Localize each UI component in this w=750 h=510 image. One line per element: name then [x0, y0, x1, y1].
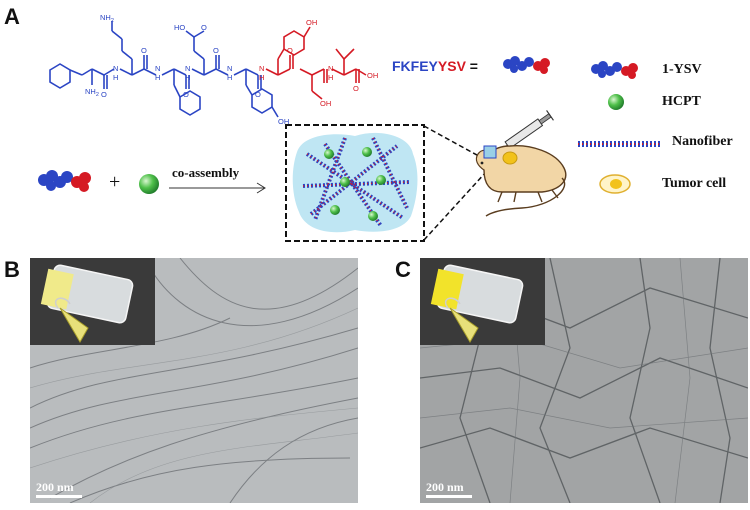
callout-lines — [424, 125, 487, 241]
sequence-equals: = — [469, 58, 478, 74]
chem-o4: O — [213, 46, 219, 55]
chem-o7: O — [287, 46, 293, 55]
legend-peptide-icon — [591, 61, 638, 79]
chem-oh-ser: OH — [320, 99, 331, 108]
chem-ho-acid: HO — [174, 23, 185, 32]
chem-h2: H — [155, 73, 160, 82]
scheme-arrow-label: co-assembly — [172, 165, 240, 180]
chem-h1: H — [113, 73, 118, 82]
scale-bar-c — [426, 495, 472, 498]
vial-photo-c — [420, 258, 545, 345]
scheme-hcpt-icon — [139, 174, 159, 194]
chem-h6: H — [328, 73, 333, 82]
chem-n5: N — [259, 64, 264, 73]
chem-oh-tyr2: OH — [306, 18, 317, 27]
legend-label-peptide: 1-YSV — [662, 62, 702, 77]
scheme-arrow — [169, 182, 266, 194]
chem-n4: N — [227, 64, 232, 73]
scale-label-c: 200 nm — [426, 480, 464, 494]
chem-o3: O — [183, 90, 189, 99]
chem-o5: O — [255, 90, 261, 99]
chem-nh2-left: NH2 — [85, 87, 99, 98]
mouse-illustration — [475, 110, 567, 217]
vial-photo-b — [30, 258, 155, 345]
chem-o1: O — [101, 90, 107, 99]
sequence-label: FKFEYYSV = — [392, 58, 478, 74]
legend-tumor-cell-icon — [599, 174, 631, 194]
chem-o6: O — [353, 84, 359, 93]
hydrogel-network — [285, 124, 425, 242]
chem-n3: N — [185, 64, 190, 73]
panel-label-a: A — [4, 4, 20, 29]
peptide-icon — [503, 56, 550, 74]
chem-n1: N — [113, 64, 118, 73]
sequence-blue: FKFEY — [392, 58, 438, 74]
chem-o2: O — [141, 46, 147, 55]
sequence-red: YSV — [437, 58, 466, 74]
panel-label-b: B — [4, 257, 20, 282]
scheme-peptide-icon — [38, 170, 91, 192]
chem-h3: H — [185, 73, 190, 82]
chem-h4: H — [227, 73, 232, 82]
chem-h5: H — [259, 73, 264, 82]
scale-bar-b — [36, 495, 82, 498]
chem-n6: N — [328, 64, 333, 73]
chem-oh-end: OH — [367, 71, 378, 80]
chem-oh-tyr1: OH — [278, 117, 289, 126]
legend-label-tumor-cell: Tumor cell — [662, 176, 727, 191]
tem-micrograph-b: 200 nm — [30, 258, 358, 503]
peptide-structure: NH2 NH2 HO O OH N H N H N H N H O O O O … — [49, 13, 378, 126]
legend-label-nanofiber: Nanofiber — [672, 134, 733, 149]
chem-n2: N — [155, 64, 160, 73]
legend-nanofiber-icon — [578, 141, 662, 147]
chem-nh2-top: NH2 — [100, 13, 114, 24]
legend-label-hcpt: HCPT — [662, 94, 701, 109]
chem-o-acid: O — [201, 23, 207, 32]
scale-label-b: 200 nm — [36, 480, 74, 494]
panel-label-c: C — [395, 257, 411, 282]
scheme-plus: + — [109, 171, 121, 193]
tem-micrograph-c: 200 nm — [420, 258, 748, 503]
legend-hcpt-icon — [608, 94, 624, 110]
